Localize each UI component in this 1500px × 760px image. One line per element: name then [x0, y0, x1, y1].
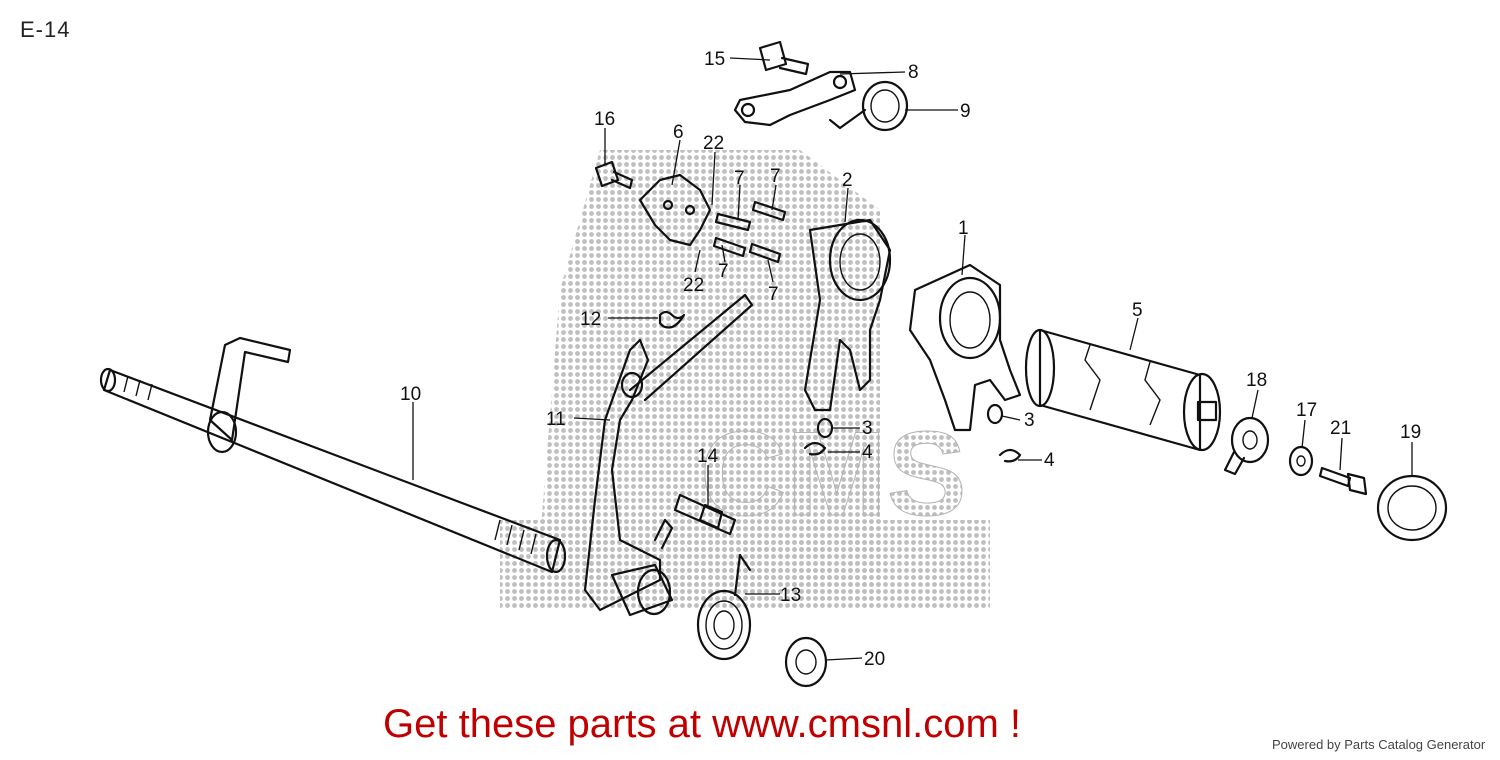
part-10-shift-spindle[interactable]: [99, 336, 567, 574]
callout-1: 1: [958, 218, 969, 239]
part-12-spring[interactable]: [658, 310, 686, 329]
callout-13: 13: [780, 585, 801, 606]
callout-8: 8: [908, 62, 919, 83]
part-9-stopper-spring[interactable]: [828, 80, 909, 132]
part-20-oil-seal[interactable]: [784, 636, 828, 688]
part-1-shift-fork[interactable]: [908, 263, 1022, 432]
callout-7d: 7: [768, 284, 779, 305]
callout-7b: 7: [770, 166, 781, 187]
part-13-return-spring[interactable]: [610, 553, 752, 661]
callout-18: 18: [1246, 370, 1267, 391]
callout-10: 10: [400, 384, 421, 405]
part-5-shift-drum[interactable]: [1024, 328, 1222, 452]
callout-4a: 4: [862, 442, 873, 463]
part-2-shift-fork[interactable]: [803, 218, 892, 412]
callout-17: 17: [1296, 400, 1317, 421]
callout-7a: 7: [734, 168, 745, 189]
callout-22a: 22: [703, 133, 724, 154]
callout-2: 2: [842, 170, 853, 191]
callout-19: 19: [1400, 422, 1421, 443]
part-7-pins[interactable]: [712, 200, 787, 264]
callout-9: 9: [960, 101, 971, 122]
part-11-gearshift-arm[interactable]: [583, 293, 754, 612]
cms-watermark: CMS: [500, 150, 990, 610]
callout-3b: 3: [1024, 410, 1035, 431]
callout-12: 12: [580, 309, 601, 330]
part-21-bolt[interactable]: [1318, 466, 1368, 496]
watermark-logo-text: CMS: [700, 407, 967, 541]
callout-15: 15: [704, 49, 725, 70]
cta-link[interactable]: Get these parts at www.cmsnl.com !: [383, 702, 1021, 746]
callout-7c: 7: [718, 261, 729, 282]
callout-21: 21: [1330, 418, 1351, 439]
diagram-title: E-14: [20, 17, 71, 42]
callout-4b: 4: [1044, 450, 1055, 471]
part-4-clip[interactable]: [803, 441, 1022, 463]
callout-labels: 1 2 3 3 4 4 5 6 7 7 7 7 8 9 10 11 12 13 …: [400, 49, 1421, 670]
callout-22b: 22: [683, 275, 704, 296]
callout-14: 14: [697, 446, 719, 467]
part-8-stopper-arm[interactable]: [733, 70, 857, 127]
callout-20: 20: [864, 649, 885, 670]
part-16-bolt[interactable]: [594, 160, 634, 190]
part-18-plate[interactable]: [1223, 416, 1270, 476]
callout-6: 6: [673, 122, 684, 143]
callout-11: 11: [546, 409, 566, 430]
part-17-washer[interactable]: [1288, 445, 1314, 477]
part-6-stopper-plate[interactable]: [638, 173, 712, 247]
part-15-bolt[interactable]: [758, 40, 810, 76]
part-19-cap[interactable]: [1376, 474, 1448, 542]
leader-lines: [412, 57, 1413, 661]
callout-5: 5: [1132, 300, 1143, 321]
callout-3a: 3: [862, 418, 873, 439]
callout-16: 16: [594, 109, 615, 130]
part-14-pin[interactable]: [673, 493, 737, 536]
powered-by-text: Powered by Parts Catalog Generator: [1272, 737, 1486, 752]
